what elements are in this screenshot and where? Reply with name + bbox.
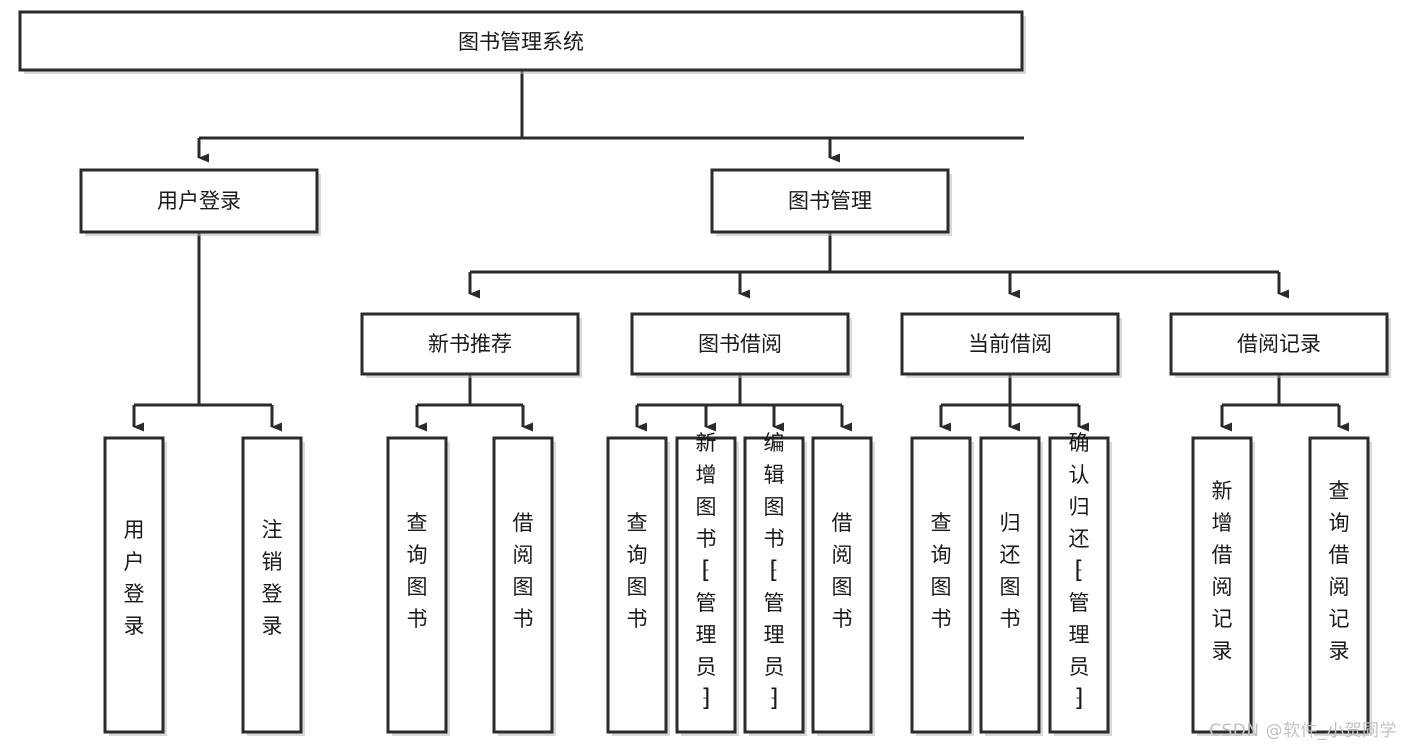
node-leaf-add-record[interactable]: 新增借阅记录 [1191, 436, 1255, 736]
node-leaf-return-book[interactable]: 归还图书 [979, 436, 1043, 736]
node-leaf-borrow-book-2-label: 借阅图书 [832, 511, 853, 631]
node-leaf-query-book-1[interactable]: 查询图书 [386, 436, 450, 736]
connector-root-to-level2 [197, 70, 1024, 163]
connector-currentborrow-to-leaves [939, 375, 1089, 432]
connector-userlogin-to-leaves [132, 232, 282, 432]
node-current-borrow[interactable]: 当前借阅 [900, 312, 1122, 378]
node-user-login-label: 用户登录 [157, 189, 241, 213]
connector-bookmanage-to-level3 [468, 232, 1289, 299]
node-leaf-borrow-book-2[interactable]: 借阅图书 [811, 436, 875, 736]
node-current-borrow-label: 当前借阅 [968, 332, 1052, 356]
node-book-manage[interactable]: 图书管理 [710, 168, 952, 236]
node-leaf-add-book[interactable]: 新增图书⁅管理员⁆ [675, 431, 739, 736]
node-leaf-user-login[interactable]: 用户登录 [103, 436, 167, 736]
node-leaf-query-book-3-label: 查询图书 [931, 511, 952, 631]
node-borrow-record[interactable]: 借阅记录 [1169, 312, 1391, 378]
node-leaf-query-record-label: 查询借阅记录 [1329, 479, 1350, 663]
connector-bookborrow-to-leaves [635, 375, 852, 432]
node-book-manage-label: 图书管理 [788, 189, 872, 213]
node-book-borrow[interactable]: 图书借阅 [630, 312, 852, 378]
node-leaf-query-book-3[interactable]: 查询图书 [910, 436, 974, 736]
node-new-book-rec-label: 新书推荐 [428, 332, 512, 356]
node-new-book-rec[interactable]: 新书推荐 [360, 312, 582, 378]
node-book-borrow-label: 图书借阅 [698, 332, 782, 356]
connector-borrowrecord-to-leaves [1220, 375, 1349, 432]
node-leaf-logout-label: 注销登录 [262, 518, 283, 638]
node-leaf-confirm-return[interactable]: 确认归还⁅管理员⁆ [1048, 431, 1112, 736]
node-root-label: 图书管理系统 [458, 30, 584, 54]
node-borrow-record-label: 借阅记录 [1237, 332, 1321, 356]
node-leaf-query-record[interactable]: 查询借阅记录 [1308, 436, 1372, 736]
node-leaf-return-book-label: 归还图书 [1000, 511, 1021, 631]
node-leaf-user-login-label: 用户登录 [124, 518, 145, 638]
node-root[interactable]: 图书管理系统 [18, 10, 1026, 74]
node-leaf-edit-book[interactable]: 编辑图书⁅管理员⁆ [743, 431, 807, 736]
csdn-watermark: CSDN @软件_小贺同学 [1209, 721, 1397, 741]
node-leaf-confirm-return-label: 确认归还⁅管理员⁆ [1069, 431, 1090, 712]
node-user-login[interactable]: 用户登录 [79, 168, 321, 236]
node-leaf-query-book-2-label: 查询图书 [627, 511, 648, 631]
node-leaf-add-book-label: 新增图书⁅管理员⁆ [696, 431, 717, 712]
connectors-layer [132, 70, 1349, 432]
node-leaf-borrow-book-1-label: 借阅图书 [513, 511, 534, 631]
node-leaf-borrow-book-1[interactable]: 借阅图书 [492, 436, 556, 736]
node-leaf-add-record-label: 新增借阅记录 [1212, 479, 1233, 663]
node-leaf-logout[interactable]: 注销登录 [241, 436, 305, 736]
node-leaf-query-book-1-label: 查询图书 [407, 511, 428, 631]
node-leaf-query-book-2[interactable]: 查询图书 [606, 436, 670, 736]
node-leaf-edit-book-label: 编辑图书⁅管理员⁆ [764, 431, 785, 712]
connector-newbook-to-leaves [415, 375, 533, 432]
